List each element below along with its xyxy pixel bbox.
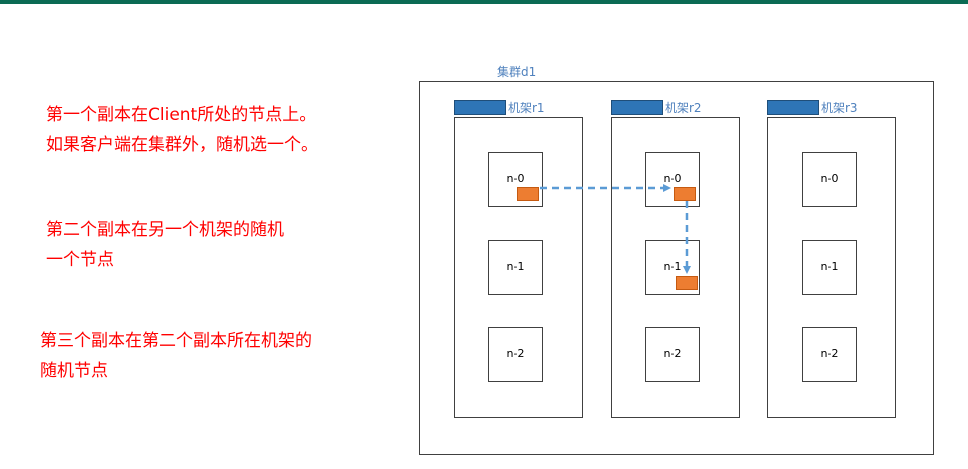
replica-block-3	[676, 276, 698, 290]
rack-r1-node-1: n-1	[488, 240, 543, 295]
rack-r3-box	[767, 117, 896, 418]
rack-r1-tab	[454, 100, 506, 115]
node-label: n-0	[820, 172, 839, 185]
rack-r2-tab	[611, 100, 663, 115]
node-label: n-0	[663, 172, 682, 185]
rack-r3-node-0: n-0	[802, 152, 857, 207]
rack-r1-node-0: n-0	[488, 152, 543, 207]
rack-r2-box	[611, 117, 740, 418]
node-label: n-1	[663, 260, 682, 273]
rack-r3-label: 机架r3	[821, 101, 858, 115]
cluster-label: 集群d1	[497, 65, 537, 79]
description-third-replica: 第三个副本在第二个副本所在机架的 随机节点	[40, 326, 312, 386]
cluster-box	[419, 81, 934, 455]
replica-block-2	[674, 187, 696, 201]
description-line: 随机节点	[40, 361, 108, 381]
rack-r1-label: 机架r1	[508, 101, 545, 115]
rack-r2-label: 机架r2	[665, 101, 702, 115]
description-line: 第二个副本在另一个机架的随机	[46, 220, 284, 240]
description-line: 如果客户端在集群外，随机选一个。	[46, 135, 318, 155]
node-label: n-2	[663, 347, 682, 360]
replica-block-1	[517, 187, 539, 201]
description-first-replica: 第一个副本在Client所处的节点上。 如果客户端在集群外，随机选一个。	[46, 100, 318, 160]
node-label: n-1	[506, 260, 525, 273]
rack-r1-box	[454, 117, 583, 418]
rack-r3-tab	[767, 100, 819, 115]
node-label: n-0	[506, 172, 525, 185]
description-second-replica: 第二个副本在另一个机架的随机 一个节点	[46, 215, 284, 275]
rack-r3-node-1: n-1	[802, 240, 857, 295]
description-line: 第一个副本在Client所处的节点上。	[46, 105, 317, 125]
description-line: 第三个副本在第二个副本所在机架的	[40, 331, 312, 351]
description-line: 一个节点	[46, 250, 114, 270]
rack-r3-node-2: n-2	[802, 327, 857, 382]
node-label: n-2	[820, 347, 839, 360]
rack-r1-node-2: n-2	[488, 327, 543, 382]
node-label: n-2	[506, 347, 525, 360]
rack-r2-node-2: n-2	[645, 327, 700, 382]
top-bar	[0, 0, 968, 4]
node-label: n-1	[820, 260, 839, 273]
